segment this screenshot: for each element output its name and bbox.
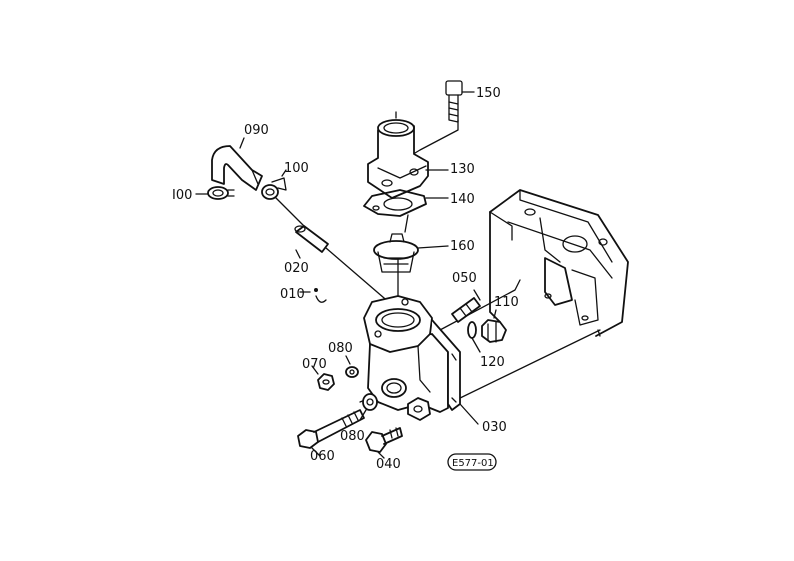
callout-100-right: 100 (284, 161, 309, 176)
callout-020: 020 (284, 261, 309, 276)
callout-160: 160 (450, 239, 475, 254)
callout-140: 140 (450, 192, 475, 207)
callout-130: 130 (450, 162, 475, 177)
bolt-060-part (297, 409, 365, 457)
callout-090: 090 (244, 123, 269, 138)
thermostat-160-part (373, 233, 449, 273)
nut-070-part (311, 365, 335, 391)
callout-120: 120 (480, 355, 505, 370)
callout-110: 110 (494, 295, 519, 310)
pipe-020-part (294, 225, 329, 259)
item-010-part (299, 288, 327, 303)
stud-050-part (451, 289, 481, 323)
clamp-100-right-part (261, 169, 287, 200)
figure-code-badge: E577-01 (447, 453, 497, 471)
callout-040: 040 (376, 457, 401, 472)
callout-030: 030 (482, 420, 507, 435)
hose-090-part (211, 137, 263, 191)
figure-code-text: E577-01 (452, 458, 494, 469)
bolt-040-part (365, 427, 403, 459)
thermostat-housing-030-part (363, 295, 479, 425)
callout-010: 010 (280, 287, 305, 302)
thermostat-cover-130-part (367, 111, 449, 199)
callout-150: 150 (476, 86, 501, 101)
washer-080-upper-part (345, 355, 359, 378)
clamp-100-left-part (195, 186, 235, 200)
callout-100-left: I00 (172, 188, 192, 203)
gasket-140-part (363, 189, 449, 217)
callout-080-upper: 080 (328, 341, 353, 356)
washer-120-part (467, 321, 481, 353)
bolt-150-part (445, 80, 475, 123)
callout-070: 070 (302, 357, 327, 372)
callout-labels: 150 090 100 I00 130 140 160 020 010 050 … (172, 86, 519, 472)
plug-110-part (481, 309, 507, 343)
callout-060: 060 (310, 449, 335, 464)
callout-080-lower: 080 (340, 429, 365, 444)
engine-block-part (489, 189, 629, 337)
callout-050: 050 (452, 271, 477, 286)
